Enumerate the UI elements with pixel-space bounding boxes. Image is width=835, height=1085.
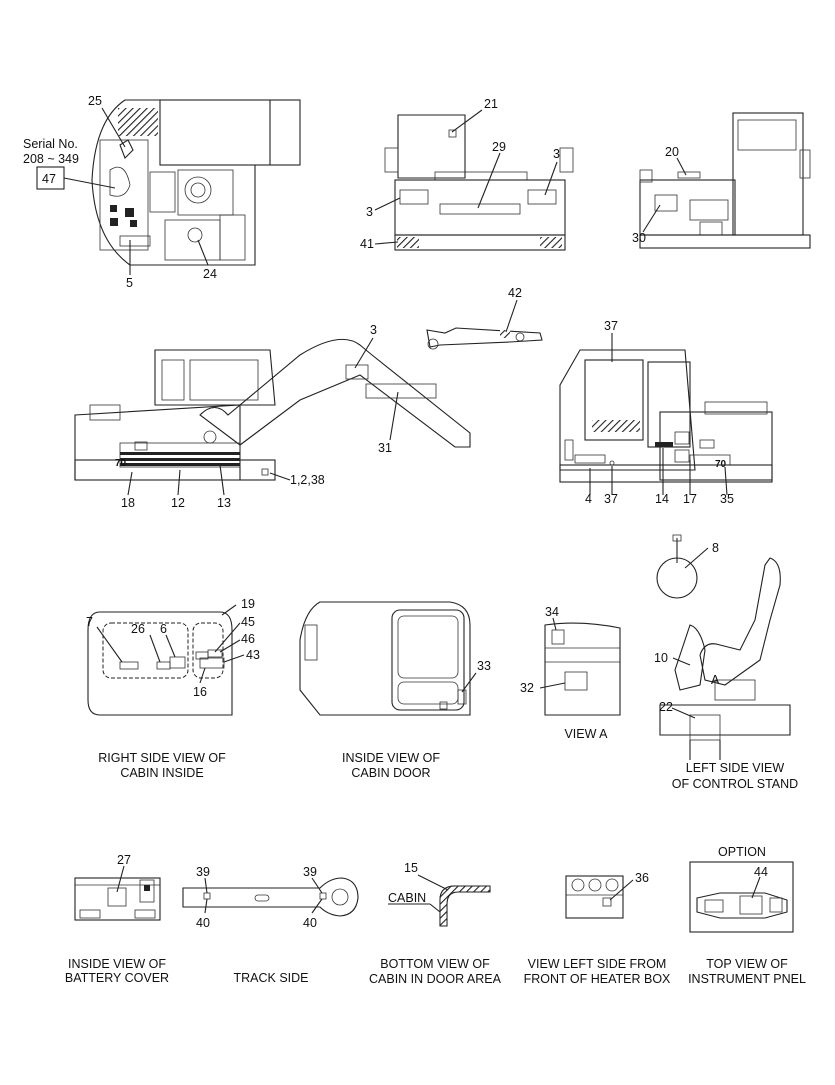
caption-track: TRACK SIDE (233, 971, 308, 985)
callout-26: 26 (131, 622, 145, 636)
callout-41: 41 (360, 237, 374, 251)
rear-view (374, 109, 574, 251)
callout-29: 29 (492, 140, 506, 154)
callout-25: 25 (88, 94, 102, 108)
instrument-panel-top-view (689, 861, 794, 933)
view-a (539, 617, 621, 716)
control-stand (656, 534, 791, 760)
callout-17: 17 (683, 492, 697, 506)
callout-7: 7 (86, 615, 93, 629)
callout-36: 36 (635, 871, 649, 885)
side-view-right (639, 112, 811, 249)
callout-3-rear-right: 3 (553, 147, 560, 161)
callout-5: 5 (126, 276, 133, 290)
callout-37-top: 37 (604, 319, 618, 333)
model-badge-left: 70 (115, 458, 127, 469)
callout-39-left: 39 (196, 865, 210, 879)
top-view-upper-structure (36, 99, 301, 275)
cabin-door-bottom-view (388, 874, 491, 927)
callout-31: 31 (378, 441, 392, 455)
callout-37-bottom: 37 (604, 492, 618, 506)
cabin-label: CABIN (388, 891, 426, 905)
caption-control-2: OF CONTROL STAND (672, 777, 798, 791)
caption-bottom-1: BOTTOM VIEW OF (380, 957, 490, 971)
callout-6: 6 (160, 622, 167, 636)
caption-top-2: INSTRUMENT PNEL (688, 972, 806, 986)
callout-40-left: 40 (196, 916, 210, 930)
callout-14: 14 (655, 492, 669, 506)
callout-3-rear-left: 3 (366, 205, 373, 219)
caption-right-side-1: RIGHT SIDE VIEW OF (98, 751, 226, 765)
callout-30: 30 (632, 231, 646, 245)
callout-20: 20 (665, 145, 679, 159)
cabin-inside-right-view (87, 604, 245, 716)
callout-24: 24 (203, 267, 217, 281)
caption-heater-1: VIEW LEFT SIDE FROM (528, 957, 667, 971)
caption-heater-2: FRONT OF HEATER BOX (524, 972, 671, 986)
caption-inside-door-1: INSIDE VIEW OF (342, 751, 440, 765)
caption-inside-door-2: CABIN DOOR (351, 766, 430, 780)
callout-4: 4 (585, 492, 592, 506)
callout-35: 35 (720, 492, 734, 506)
callout-42: 42 (508, 286, 522, 300)
caption-bottom-2: CABIN IN DOOR AREA (369, 972, 502, 986)
cabin-door-inside-view (299, 601, 477, 716)
callout-13: 13 (217, 496, 231, 510)
callout-40-right: 40 (303, 916, 317, 930)
caption-top-1: TOP VIEW OF (706, 957, 788, 971)
callout-22: 22 (659, 700, 673, 714)
caption-battery-2: BATTERY COVER (65, 971, 169, 985)
caption-right-side-2: CABIN INSIDE (120, 766, 203, 780)
callout-43: 43 (246, 648, 260, 662)
callout-33: 33 (477, 659, 491, 673)
callout-12: 12 (171, 496, 185, 510)
callout-19: 19 (241, 597, 255, 611)
callout-21: 21 (484, 97, 498, 111)
callout-10: 10 (654, 651, 668, 665)
track-side (182, 877, 359, 917)
callout-27: 27 (117, 853, 131, 867)
callout-32: 32 (520, 681, 534, 695)
callout-47: 47 (42, 172, 56, 186)
option-label: OPTION (718, 845, 766, 859)
caption-control-1: LEFT SIDE VIEW (686, 761, 785, 775)
serial-label: Serial No. (23, 137, 78, 151)
heater-box-left-side-view (565, 875, 634, 919)
battery-cover-inside-view (74, 865, 161, 921)
caption-view-a: VIEW A (564, 727, 608, 741)
callout-46: 46 (241, 632, 255, 646)
callout-39-right: 39 (303, 865, 317, 879)
serial-range: 208 ~ 349 (23, 152, 79, 166)
caption-battery-1: INSIDE VIEW OF (68, 957, 166, 971)
callout-15: 15 (404, 861, 418, 875)
excavator-right-view: 70 (559, 333, 773, 496)
callout-34: 34 (545, 605, 559, 619)
callout-18: 18 (121, 496, 135, 510)
callout-44: 44 (754, 865, 768, 879)
callout-16: 16 (193, 685, 207, 699)
callout-8: 8 (712, 541, 719, 555)
callout-1-2-38: 1,2,38 (290, 473, 325, 487)
view-a-marker: A (711, 673, 720, 687)
callout-3-boom: 3 (370, 323, 377, 337)
excavator-left-view: 70 (74, 299, 543, 496)
callout-45: 45 (241, 615, 255, 629)
